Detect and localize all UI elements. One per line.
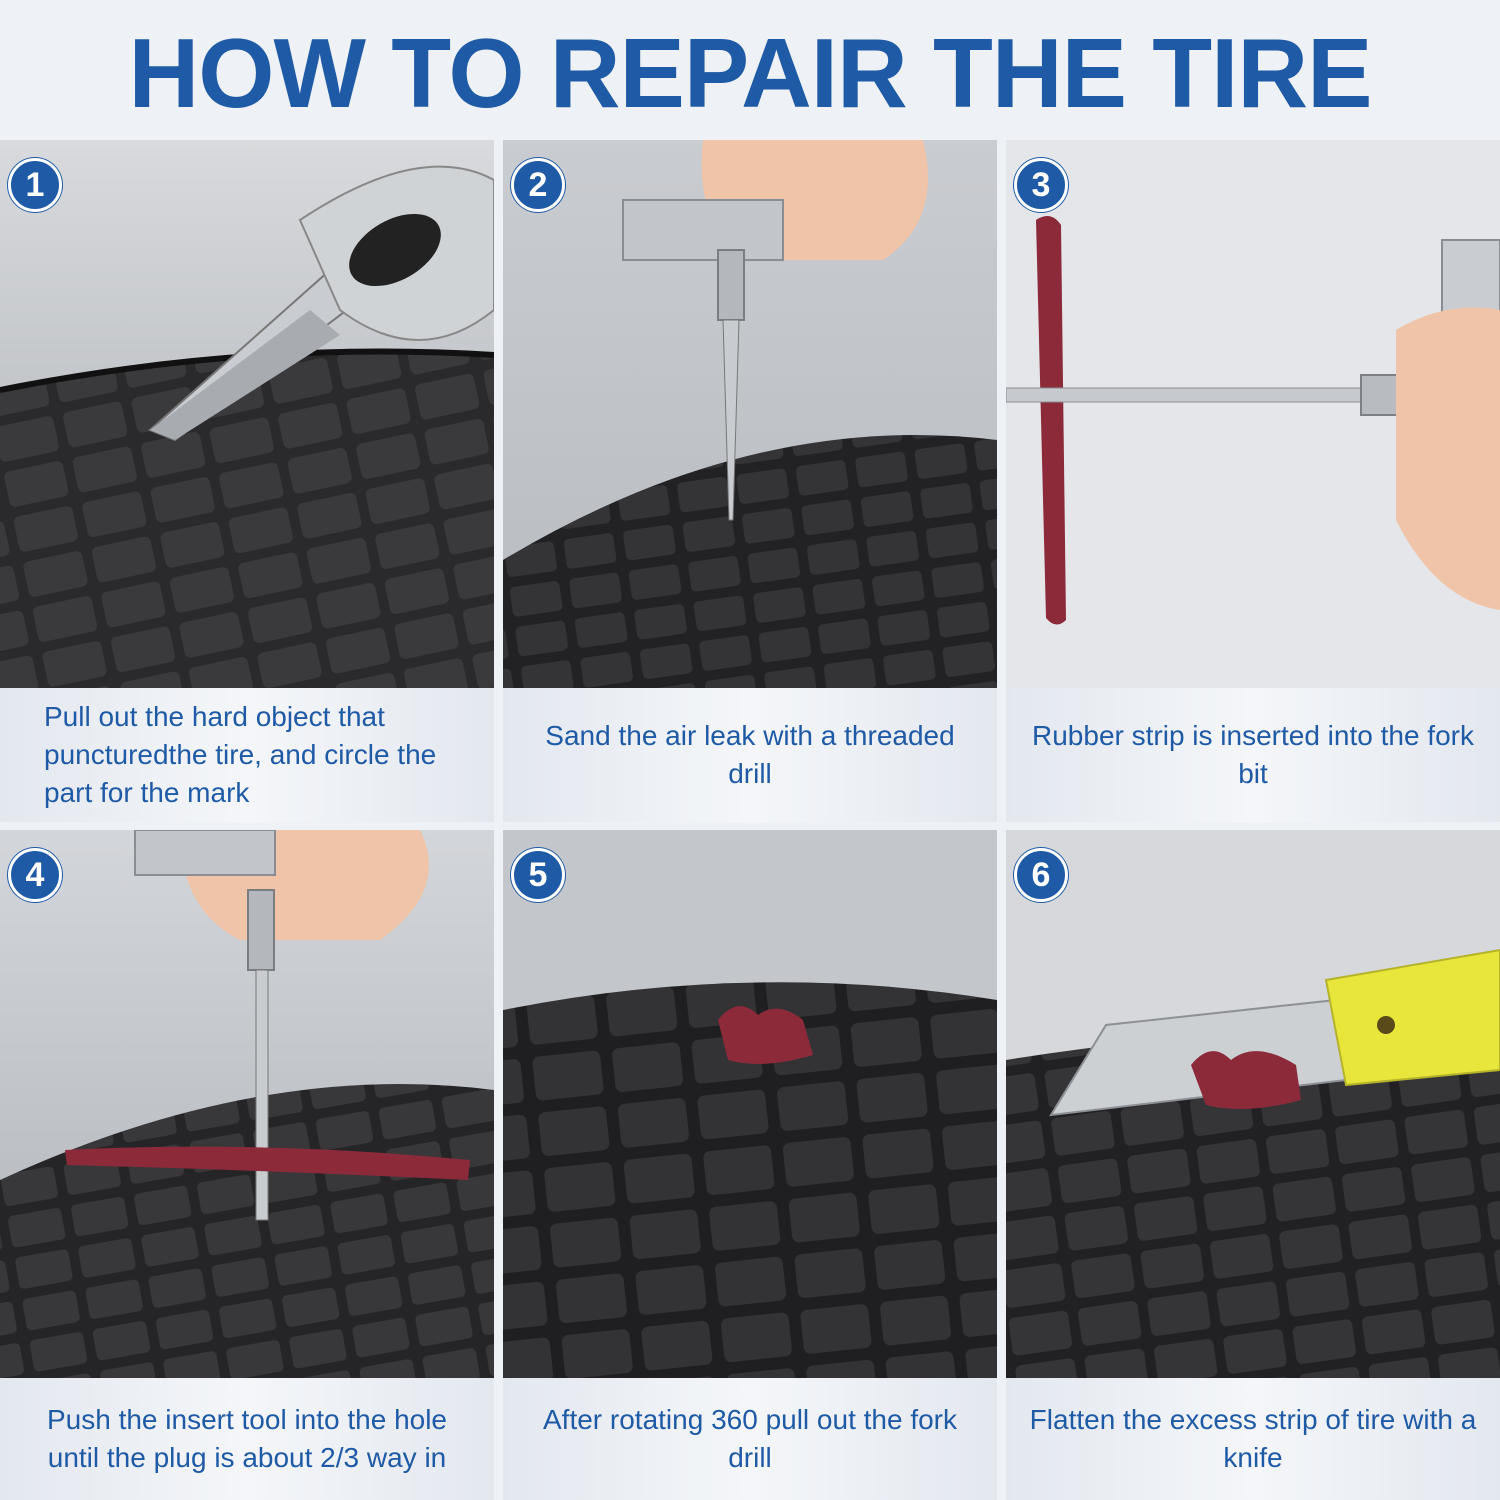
step-3-card: 3 Rubber strip is inserted into the fork… [1006, 140, 1500, 822]
step-4-number-badge: 4 [8, 848, 62, 902]
step-5-caption: After rotating 360 pull out the fork dri… [503, 1378, 997, 1500]
step-3-photo [1006, 140, 1500, 688]
step-6-caption: Flatten the excess strip of tire with a … [1006, 1378, 1500, 1500]
step-4-caption: Push the insert tool into the hole until… [0, 1378, 494, 1500]
step-6-number-badge: 6 [1014, 848, 1068, 902]
step-1-photo [0, 140, 494, 688]
step-5-photo [503, 830, 997, 1378]
step-5-number-badge: 5 [511, 848, 565, 902]
step-1-card: 1 Pull out the hard object that puncture… [0, 140, 494, 822]
steps-grid: 1 Pull out the hard object that puncture… [0, 140, 1500, 1500]
step-2-card: 2 Sand the air leak with a threaded dril… [503, 140, 997, 822]
step-2-caption: Sand the air leak with a threaded drill [503, 688, 997, 822]
page-title: HOW TO REPAIR THE TIRE [128, 18, 1373, 128]
step-1-number-badge: 1 [8, 158, 62, 212]
step-1-caption: Pull out the hard object that puncturedt… [0, 688, 494, 822]
step-3-number-badge: 3 [1014, 158, 1068, 212]
step-6-photo [1006, 830, 1500, 1378]
step-4-photo [0, 830, 494, 1378]
step-4-card: 4 Push the insert tool into the hole unt… [0, 830, 494, 1500]
step-6-card: 6 Flatten the excess strip of tire with … [1006, 830, 1500, 1500]
step-2-number-badge: 2 [511, 158, 565, 212]
step-3-caption: Rubber strip is inserted into the fork b… [1006, 688, 1500, 822]
step-2-photo [503, 140, 997, 688]
step-5-card: 5 After rotating 360 pull out the fork d… [503, 830, 997, 1500]
